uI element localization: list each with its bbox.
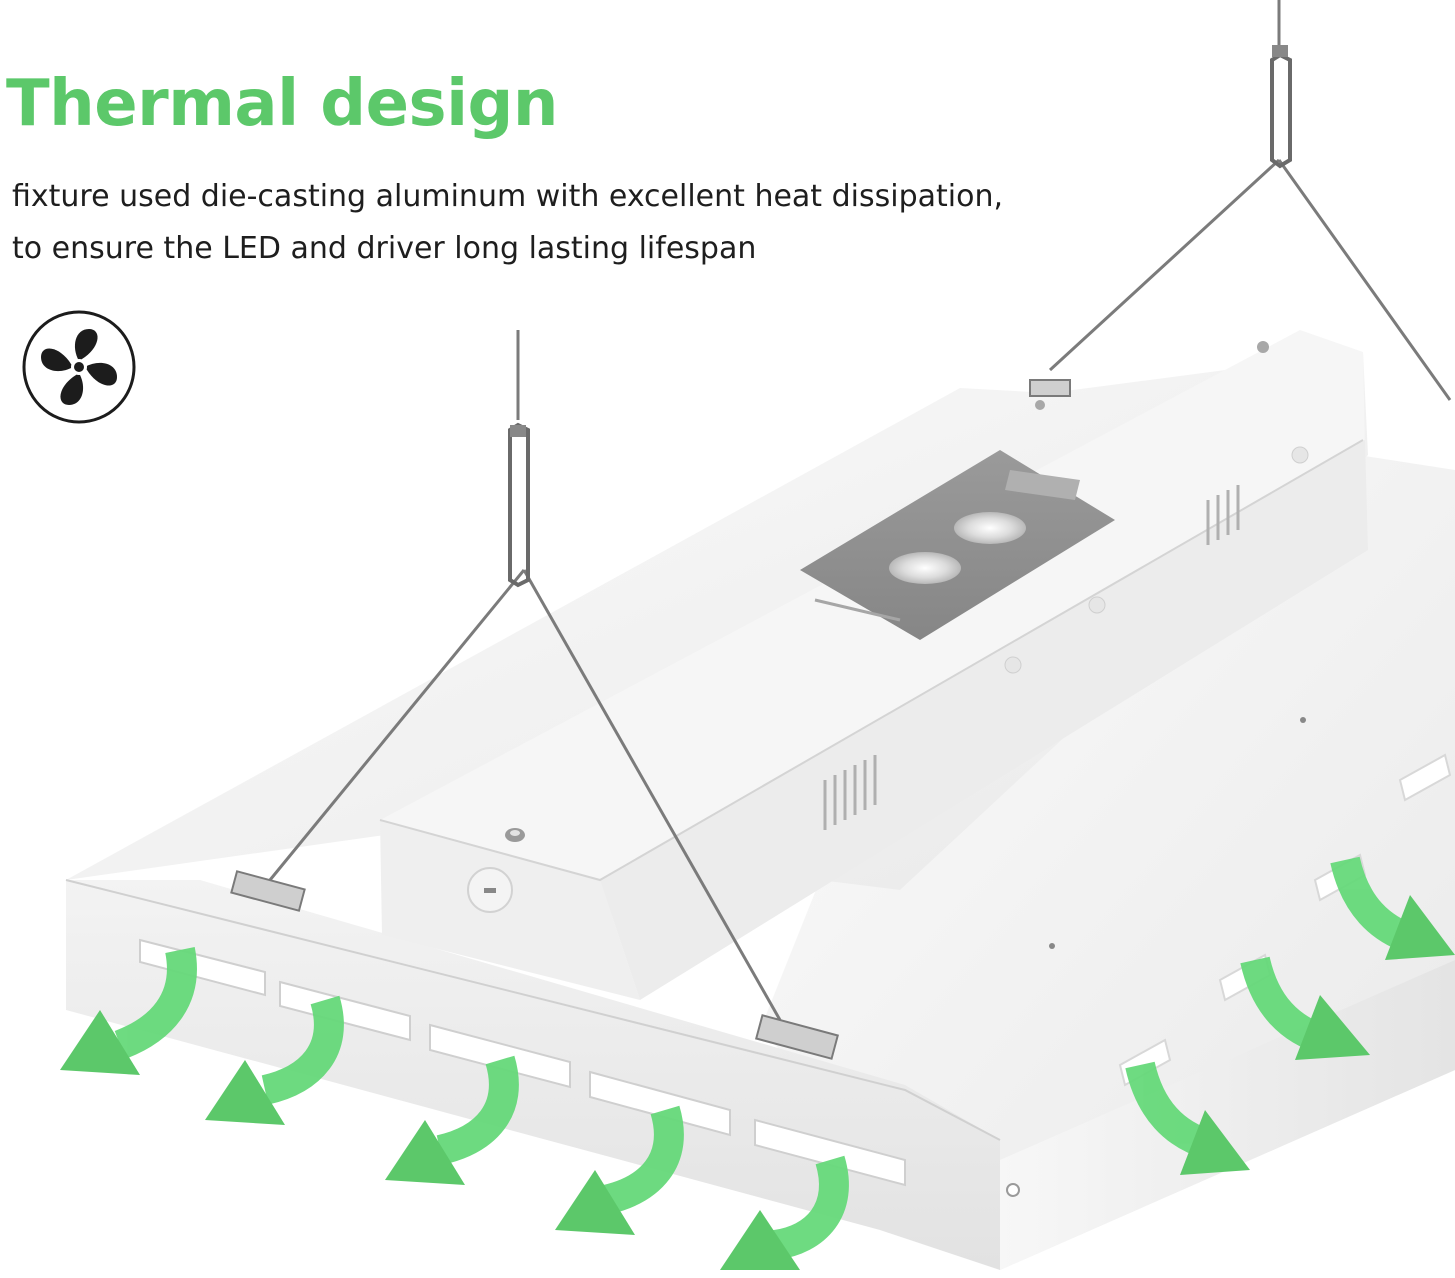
suspension-wires [268,0,1452,1021]
heading-title: Thermal design [6,67,558,141]
airflow-arrows [114,856,1420,1260]
heatsink-plate [800,450,1115,640]
heading-description-line-1: fixture used die-casting aluminum with e… [12,179,1003,214]
driver-box [379,330,1368,1000]
airflow-arrowheads [60,895,1455,1270]
heading-description-line-2: to ensure the LED and driver long lastin… [12,231,757,266]
fan-icon [22,310,136,424]
